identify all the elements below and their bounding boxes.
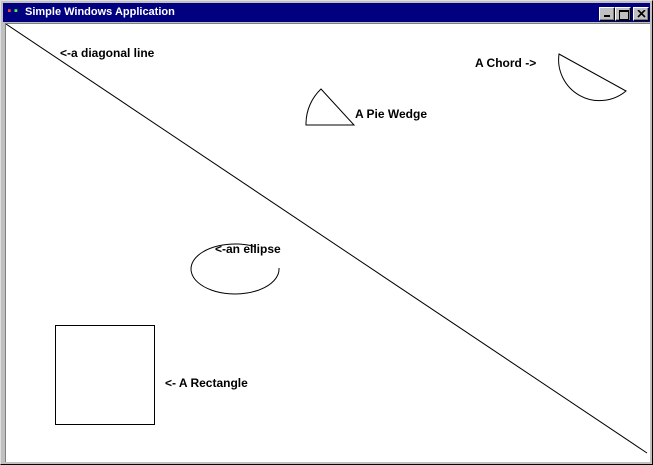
ellipse-label: <-an ellipse [215, 242, 281, 256]
chord-label: A Chord -> [475, 56, 537, 70]
diagonal-line [6, 24, 648, 454]
pie-wedge-shape [305, 88, 356, 126]
rectangle-shape [55, 325, 155, 425]
rectangle-label: <- A Rectangle [165, 376, 248, 390]
drawing-area: <-a diagonal line A Chord -> A Pie Wedge… [5, 23, 650, 462]
title-bar[interactable]: ▪▪ Simple Windows Application [3, 3, 650, 22]
diagonal-line-label: <-a diagonal line [60, 46, 155, 60]
maximize-button[interactable] [615, 7, 631, 21]
window-title: Simple Windows Application [25, 6, 175, 18]
app-icon[interactable]: ▪▪ [6, 6, 20, 18]
close-icon [637, 10, 646, 18]
pie-wedge-label: A Pie Wedge [355, 107, 428, 121]
ellipse-shape [190, 243, 280, 295]
minimize-button[interactable] [599, 7, 615, 21]
close-button[interactable] [633, 7, 649, 21]
chord-shape [558, 53, 627, 102]
drawing-canvas [6, 24, 648, 454]
